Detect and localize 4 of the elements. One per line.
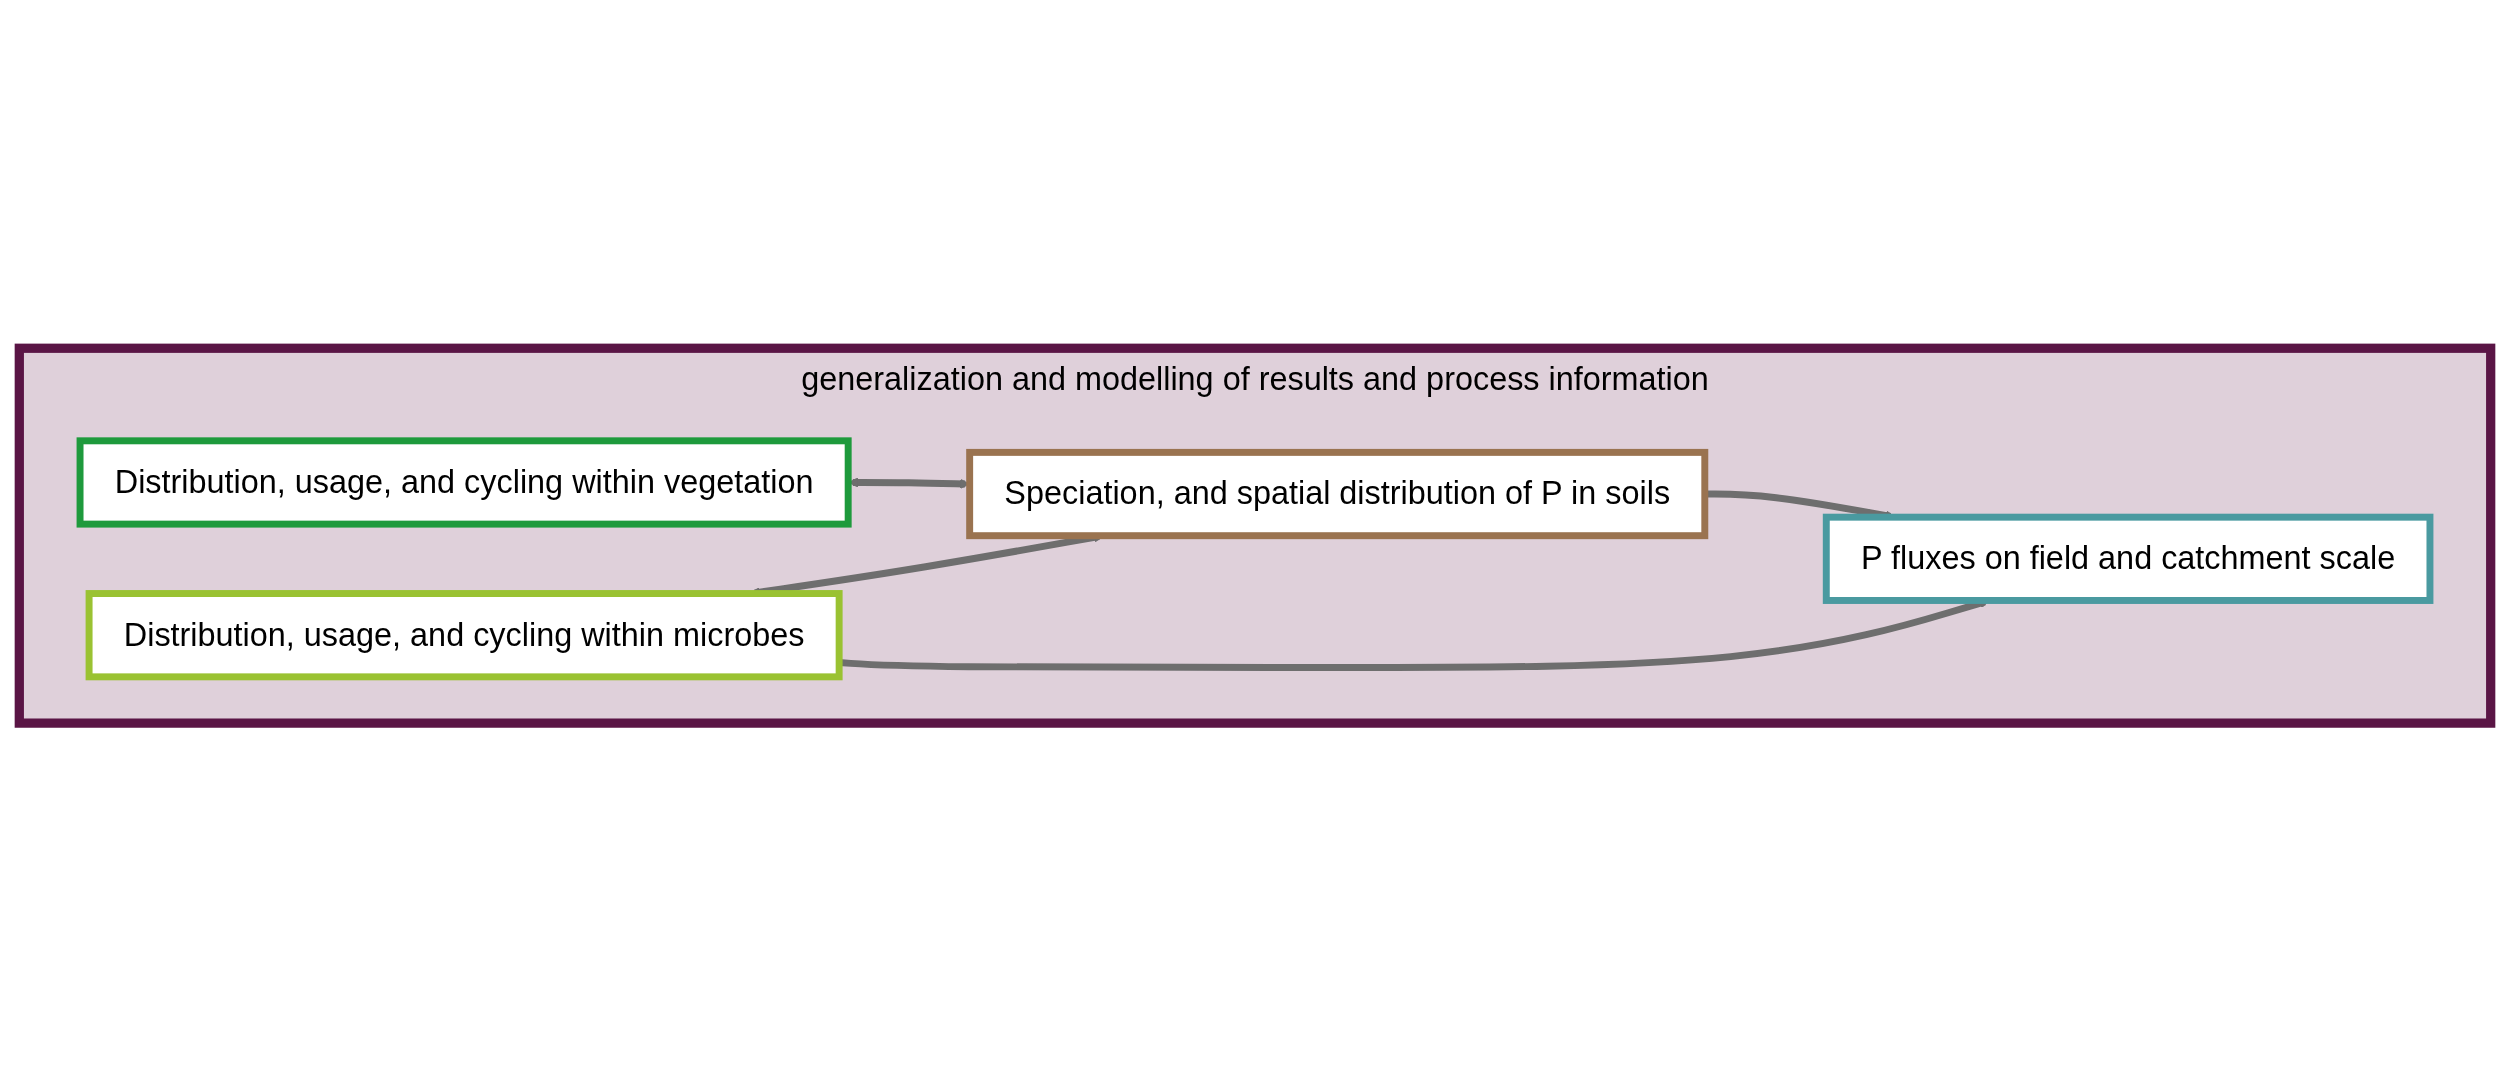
node-box: P fluxes on field and catchment scale <box>1822 513 2434 604</box>
node-box: Distribution, usage, and cycling within vegetation <box>76 437 852 528</box>
node-box: Speciation, and spatial distribution of P in soils <box>966 448 1709 539</box>
node-box: Distribution, usage, and cycling within microbes <box>85 589 843 681</box>
